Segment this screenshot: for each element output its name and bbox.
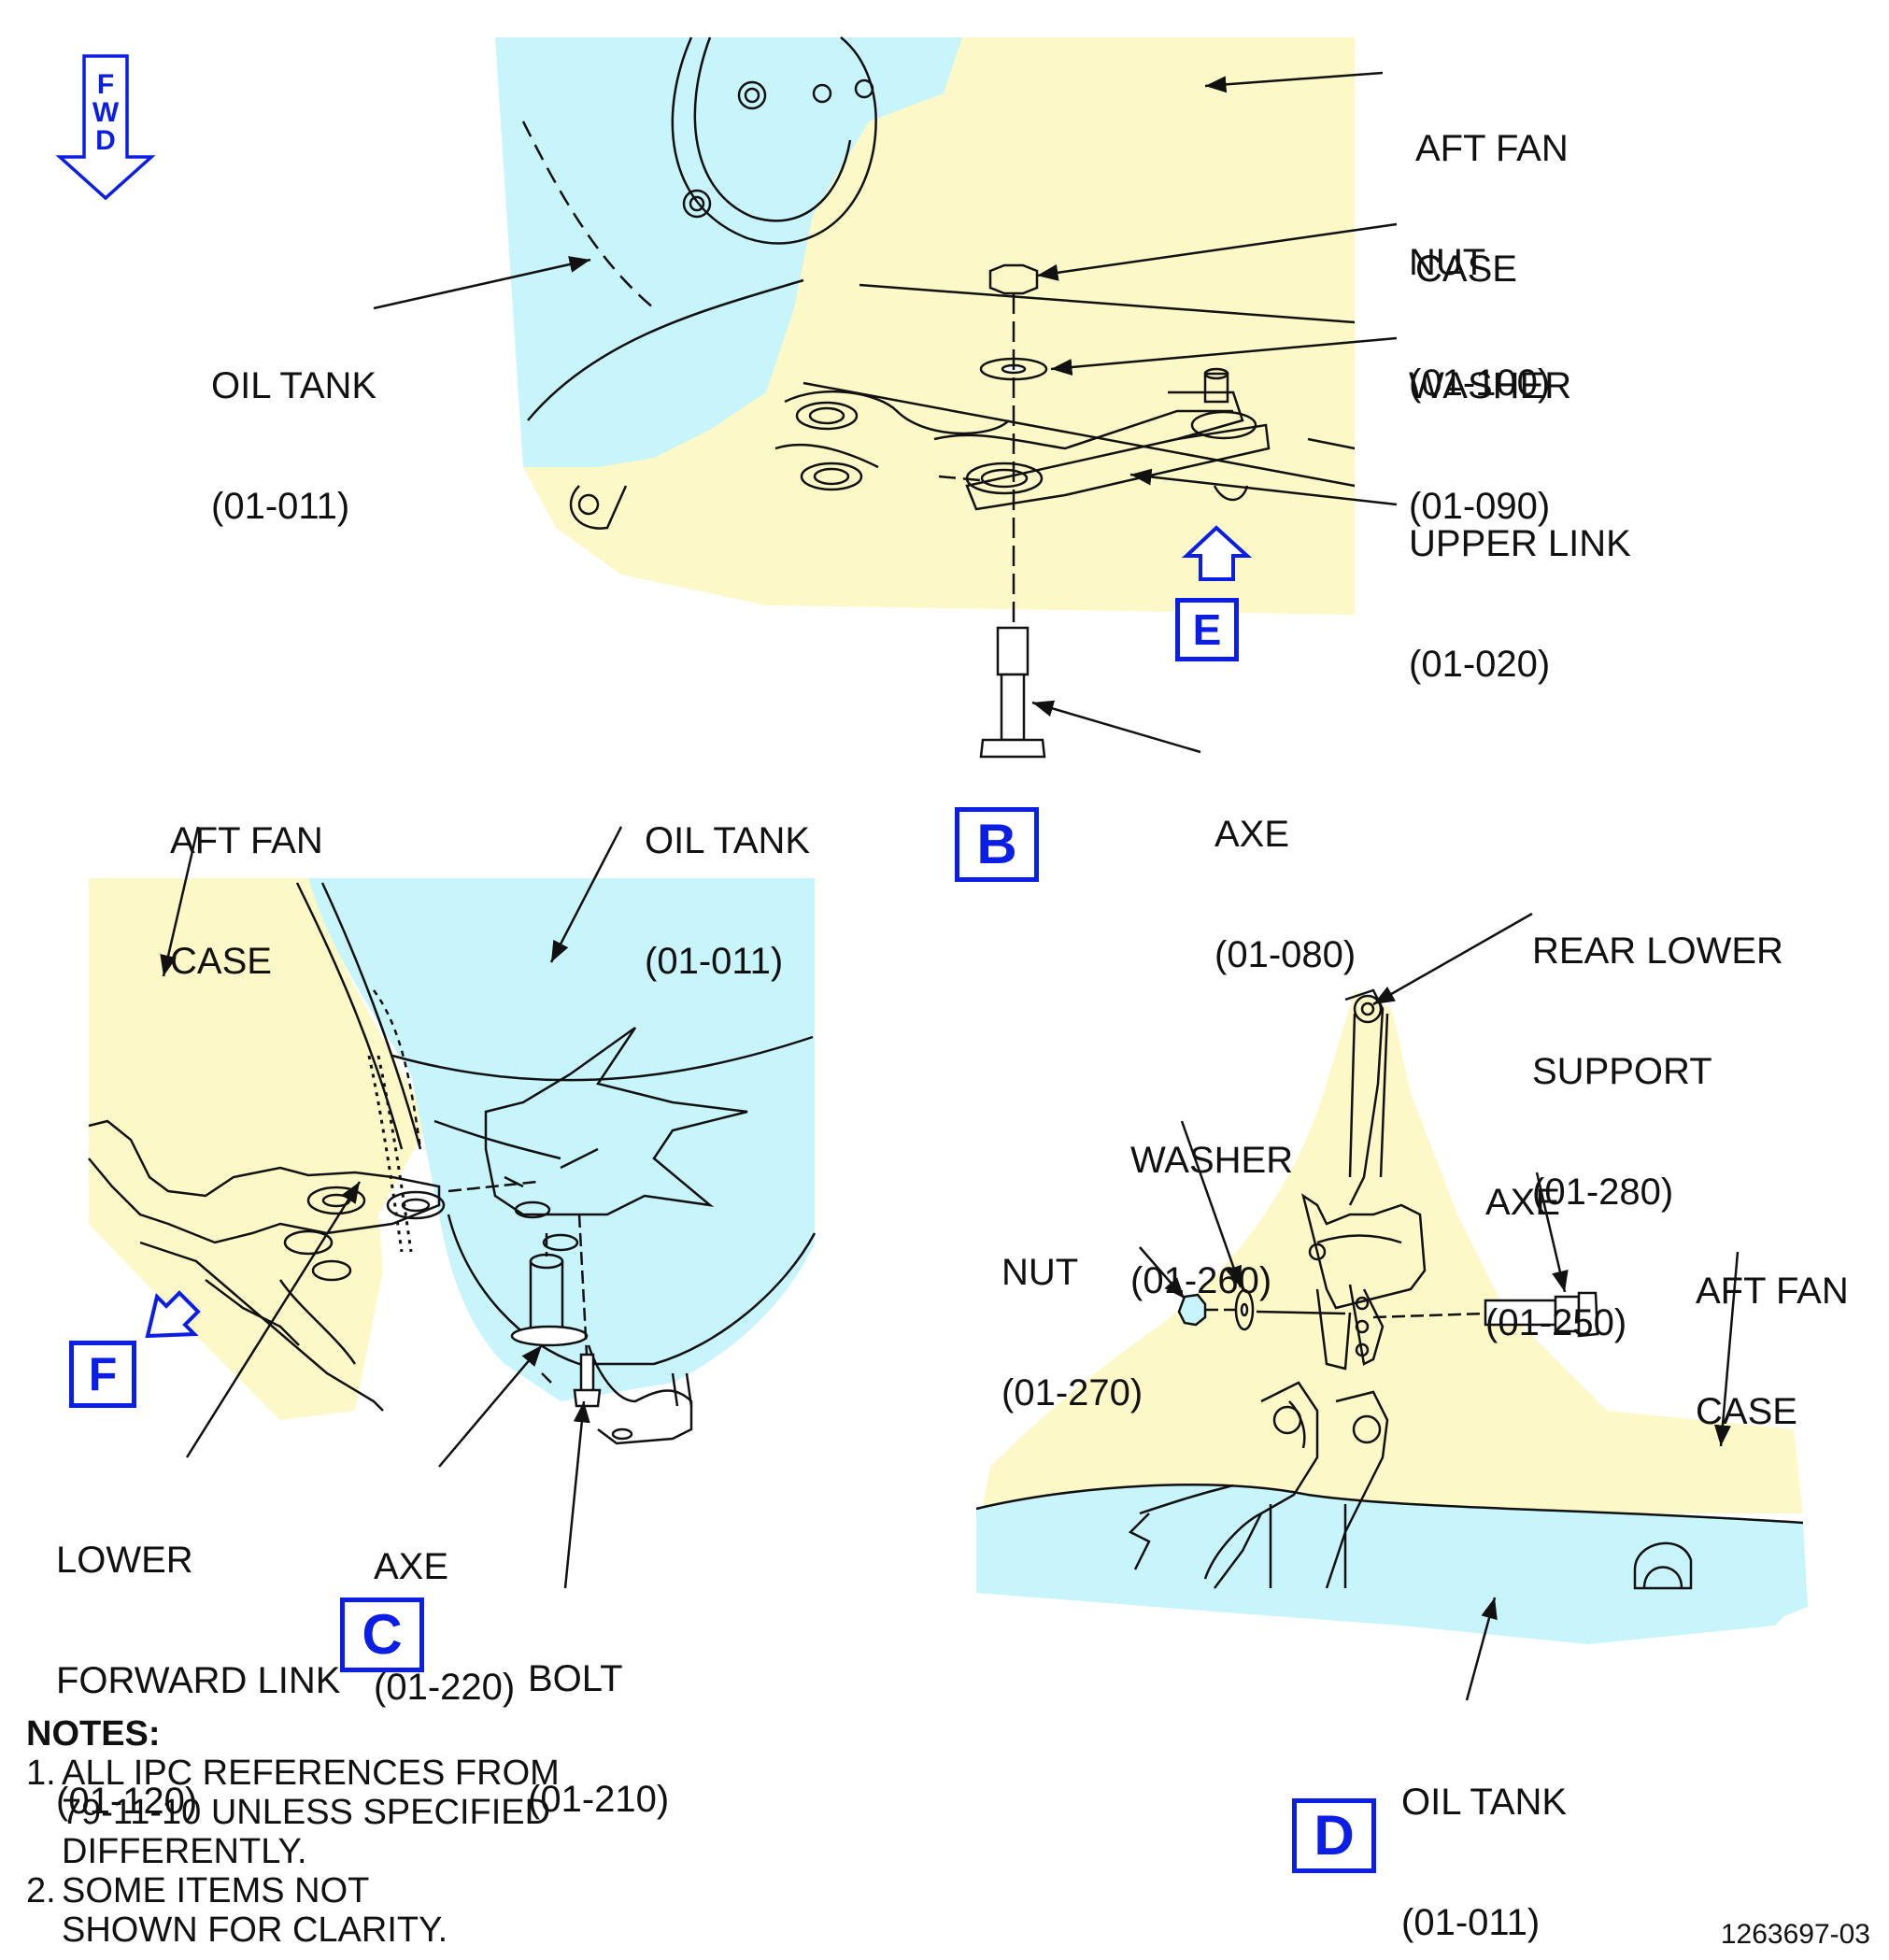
view-c-hardware <box>510 1253 602 1408</box>
leader-c-lower-forward-link <box>185 1181 362 1458</box>
note-number: 2. <box>26 1871 56 1910</box>
note-item: 2. SOME ITEMS NOT SHOWN FOR CLARITY. <box>26 1871 560 1950</box>
notes-title: NOTES: <box>26 1714 161 1754</box>
label-d-washer: WASHER (01-260) <box>1130 1140 1294 1301</box>
label-d-oil-tank: OIL TANK (01-011) <box>1401 1782 1568 1943</box>
note-text: ALL IPC REFERENCES FROM 79-11-10 UNLESS … <box>62 1754 560 1871</box>
leader-b-aft-fan-case <box>1204 71 1384 93</box>
notes-block: NOTES: 1. ALL IPC REFERENCES FROM 79-11-… <box>26 1714 560 1950</box>
view-d-callout: D <box>1292 1798 1376 1873</box>
fwd-letter: D <box>95 125 116 156</box>
drawing-number: 1263697-03 <box>1720 1919 1870 1950</box>
view-d-oil-tank-region <box>976 1484 1808 1644</box>
view-c-callout: C <box>340 1598 424 1672</box>
note-number: 1. <box>26 1754 56 1793</box>
leader-c-axe <box>438 1344 543 1468</box>
label-b-aft-fan-case: AFT FAN CASE <box>1415 128 1569 290</box>
view-c-fan-case-region <box>89 878 430 1420</box>
note-text: SOME ITEMS NOT SHOWN FOR CLARITY. <box>62 1871 448 1950</box>
view-d-fan-case-region <box>981 990 1803 1513</box>
leader-c-oil-tank <box>549 826 623 963</box>
label-b-oil-tank: OIL TANK (01-011) <box>211 365 377 527</box>
label-d-aft-fan-case: AFT FAN CASE <box>1696 1271 1849 1432</box>
label-d-rear-lower-support: REAR LOWER SUPPORT (01-280) <box>1532 930 1783 1213</box>
fwd-letter: W <box>92 97 120 128</box>
fwd-letters: F W D <box>54 71 157 155</box>
leader-d-axe <box>1535 1172 1569 1293</box>
leader-lines <box>160 71 1740 1701</box>
view-d-illustration <box>975 988 1808 1644</box>
leader-b-oil-tank <box>373 256 591 310</box>
view-f-arrow-icon <box>145 1290 201 1339</box>
leader-d-washer <box>1180 1120 1243 1288</box>
view-b-callout: B <box>955 807 1039 882</box>
view-b-oil-tank-region <box>495 37 962 467</box>
leader-b-upper-link <box>1129 468 1398 506</box>
label-c-bolt: BOLT (01-210) <box>528 1658 670 1820</box>
label-c-lower-forward-link: LOWER FORWARD LINK (01-120) <box>56 1540 341 1822</box>
note-item: 1. ALL IPC REFERENCES FROM 79-11-10 UNLE… <box>26 1754 560 1871</box>
leader-d-rear-lower-support <box>1372 912 1533 1006</box>
leader-d-oil-tank <box>1465 1597 1498 1701</box>
leader-d-nut <box>1139 1246 1186 1300</box>
label-b-upper-link: UPPER LINK (01-020) <box>1409 523 1631 685</box>
label-c-aft-fan-case: AFT FAN CASE <box>170 820 323 982</box>
view-d-hardware <box>1177 1288 1599 1338</box>
label-b-axe: AXE (01-080) <box>1214 814 1356 975</box>
leader-b-washer <box>1050 336 1398 376</box>
fwd-indicator: F W D <box>54 54 157 202</box>
fwd-arrow-icon <box>55 54 156 201</box>
view-e-callout: E <box>1175 598 1239 661</box>
view-c-illustration <box>88 878 817 1445</box>
leader-b-nut <box>1036 222 1398 281</box>
label-b-washer: WASHER (01-090) <box>1409 365 1572 527</box>
label-b-nut: NUT (01-100) <box>1409 242 1551 404</box>
view-f-callout: F <box>69 1341 136 1408</box>
label-c-axe: AXE (01-220) <box>374 1546 516 1708</box>
leader-c-bolt <box>563 1400 590 1589</box>
leader-b-axe <box>1031 700 1201 754</box>
label-d-nut: NUT (01-270) <box>1001 1252 1143 1413</box>
view-c-oil-tank-region <box>308 878 815 1401</box>
label-d-axe: AXE (01-250) <box>1485 1182 1627 1343</box>
label-c-oil-tank: OIL TANK (01-011) <box>645 820 811 982</box>
leader-c-aft-fan-case <box>160 826 200 977</box>
view-e-arrow-icon <box>1181 525 1253 581</box>
fwd-letter: F <box>96 69 115 100</box>
leader-d-aft-fan-case <box>1713 1251 1740 1447</box>
